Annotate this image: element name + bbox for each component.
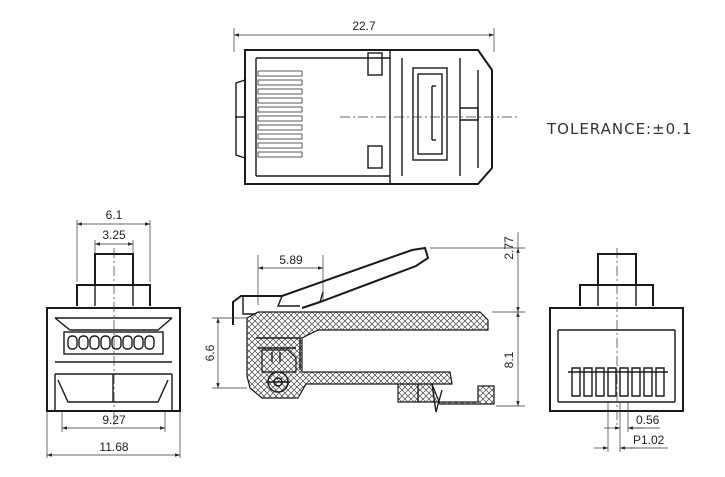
- dim-pitch: P1.02: [633, 433, 665, 447]
- dim-overall-length: 22.7: [352, 19, 376, 33]
- side-section-view: 5.89 6.6 2.77 8.1: [203, 232, 525, 413]
- dim-width-9-27: 9.27: [102, 413, 126, 427]
- front-view-contact-slots: [67, 335, 155, 350]
- top-view: 22.7: [233, 19, 520, 185]
- dim-side-8-1: 8.1: [502, 351, 516, 368]
- dim-side-5-89: 5.89: [279, 253, 303, 267]
- rear-view: 0.56 P1.02: [549, 248, 684, 452]
- dim-side-2-77: 2.77: [502, 236, 516, 260]
- front-view: 6.1 3.25: [46, 208, 181, 458]
- tolerance-note: TOLERANCE:±0.1: [546, 120, 693, 138]
- rear-view-contact-pins: [568, 367, 668, 397]
- dim-width-6-1: 6.1: [106, 208, 123, 222]
- dim-width-3-25: 3.25: [102, 228, 126, 242]
- dim-side-6-6: 6.6: [203, 344, 217, 361]
- top-view-contacts: [257, 70, 303, 158]
- dim-width-11-68: 11.68: [99, 440, 128, 454]
- dim-pin-width: 0.56: [636, 413, 660, 427]
